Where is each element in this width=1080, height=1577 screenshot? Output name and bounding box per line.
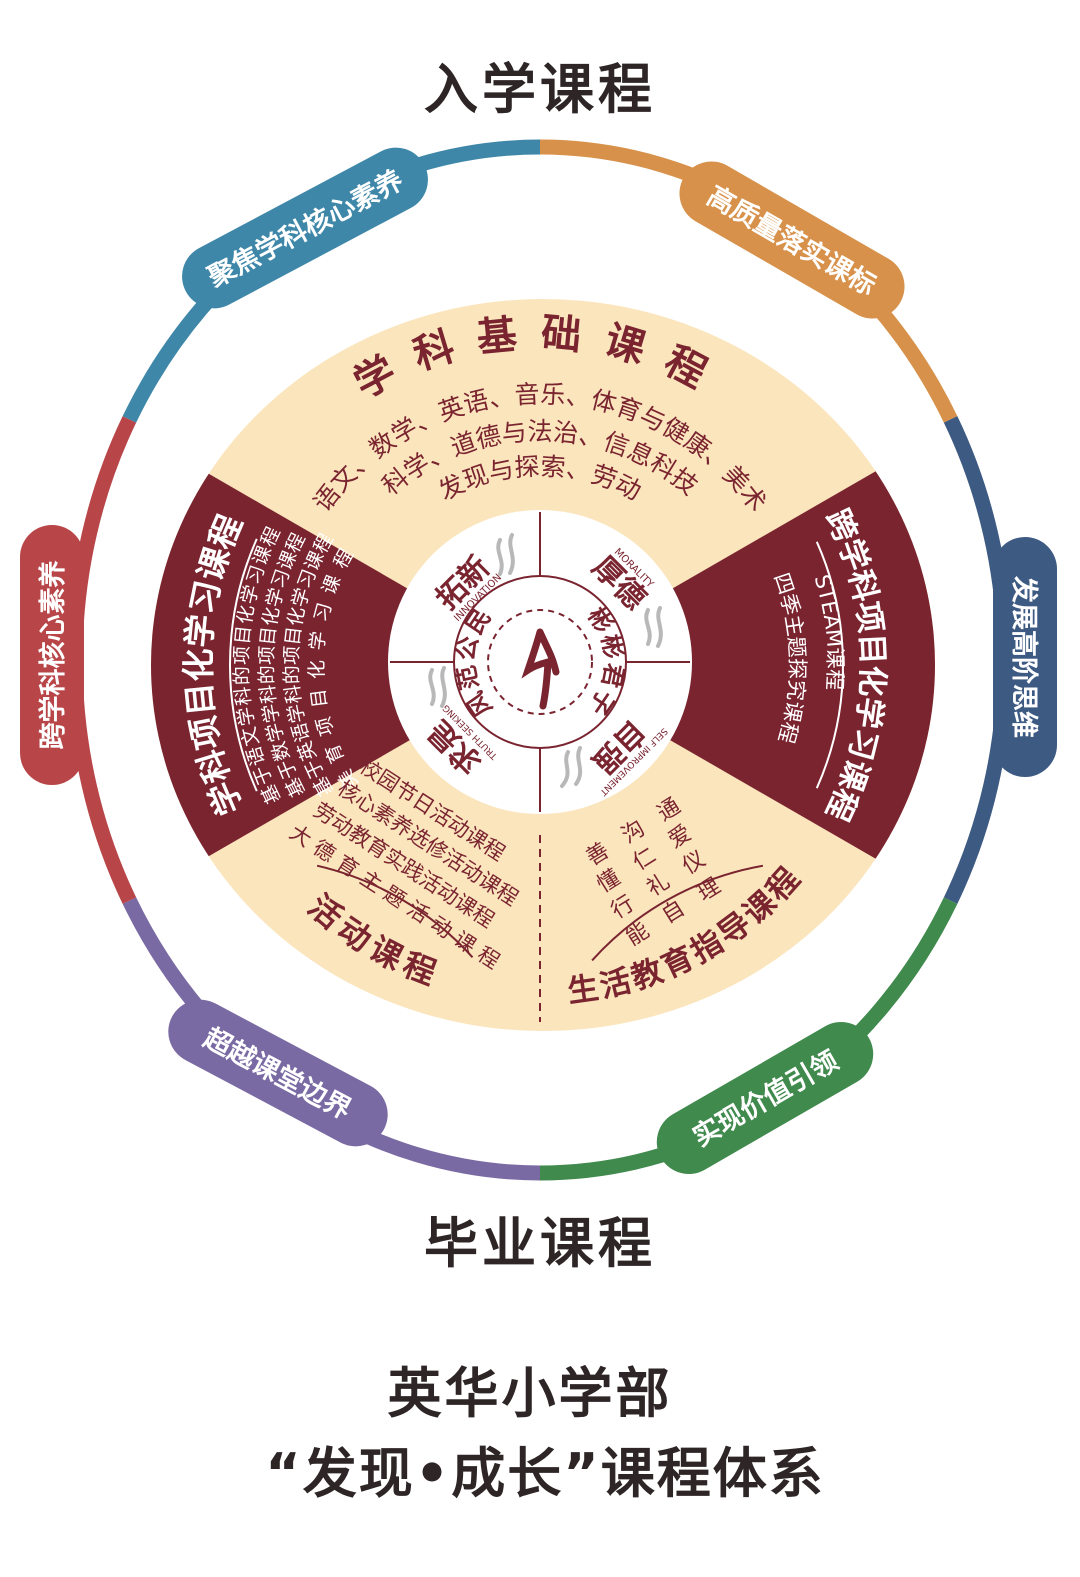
title-underline [228, 538, 258, 792]
pill-beyond-classroom: 超越课堂边界 [168, 999, 388, 1147]
pill-label: 发展高阶思维 [1008, 575, 1040, 738]
sector-cross-pbl [540, 411, 935, 919]
pill-value-guidance: 实现价值引领 [656, 1022, 874, 1174]
entry-course-heading: 入学课程 [424, 58, 656, 121]
title-underline [591, 864, 764, 962]
graduation-course-heading: 毕业课程 [424, 1212, 656, 1275]
school-name: 英华小学部 [388, 1362, 673, 1425]
sector-subject-pbl [151, 411, 540, 919]
pill-curriculum-standards: 高质量落实课标 [679, 161, 905, 319]
pill-label: 聚焦学科核心素养 [202, 164, 409, 294]
pill-higher-order-thinking: 发展高阶思维 [993, 537, 1057, 777]
system-title: “发现•成长”课程体系 [265, 1442, 825, 1505]
pill-interdisciplinary-literacy: 跨学科核心素养 [20, 525, 84, 785]
water-glyph-icons [428, 533, 663, 788]
pill-label: 跨学科核心素养 [37, 561, 69, 750]
title-underline [316, 864, 474, 958]
inner-dashed-circle [487, 609, 593, 715]
title-underline [815, 541, 844, 789]
pill-core-literacy: 聚焦学科核心素养 [182, 147, 428, 309]
water-glyph-icon [496, 533, 515, 576]
center-glyph-icon [521, 628, 560, 710]
